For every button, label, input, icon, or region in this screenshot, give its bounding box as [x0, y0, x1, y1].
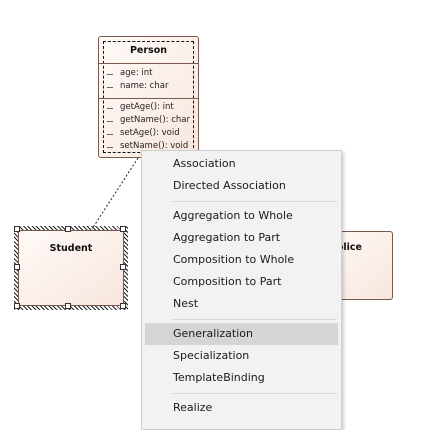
menu-item-realize[interactable]: Realize: [173, 401, 213, 414]
menu-item-specialization[interactable]: Specialization: [173, 349, 250, 362]
operation-getage: getAge(): int: [120, 102, 174, 112]
menu-separator: [172, 201, 337, 202]
menu-item-nest[interactable]: Nest: [173, 297, 199, 310]
visibility-icon: [107, 108, 113, 109]
operation-getname: getName(): char: [120, 115, 190, 125]
resize-handle[interactable]: [120, 264, 126, 270]
context-menu: Association Directed Association Aggrega…: [141, 150, 342, 430]
resize-handle[interactable]: [65, 303, 71, 309]
selection-hatch: [14, 306, 128, 310]
menu-separator: [172, 393, 337, 394]
visibility-icon: [107, 87, 113, 88]
class-separator: [99, 98, 198, 99]
menu-separator: [172, 319, 337, 320]
visibility-icon: [107, 121, 113, 122]
visibility-icon: [107, 147, 113, 148]
class-police-title: olice: [336, 242, 362, 253]
resize-handle[interactable]: [120, 226, 126, 232]
menu-item-composition-to-part[interactable]: Composition to Part: [173, 275, 282, 288]
class-student[interactable]: Student: [18, 230, 124, 306]
attribute-age: age: int: [120, 68, 153, 78]
resize-handle[interactable]: [14, 264, 20, 270]
menu-item-directed-association[interactable]: Directed Association: [173, 179, 286, 192]
menu-item-generalization[interactable]: Generalization: [145, 323, 338, 345]
resize-handle[interactable]: [14, 303, 20, 309]
attribute-name: name: char: [120, 81, 169, 91]
menu-item-aggregation-to-part[interactable]: Aggregation to Part: [173, 231, 281, 244]
resize-handle[interactable]: [65, 226, 71, 232]
selection-hatch: [14, 226, 128, 230]
operation-setname: setName(): void: [120, 141, 189, 151]
visibility-icon: [107, 134, 113, 135]
visibility-icon: [107, 74, 113, 75]
menu-item-templatebinding[interactable]: TemplateBinding: [173, 371, 265, 384]
class-separator: [99, 63, 198, 64]
resize-handle[interactable]: [14, 226, 20, 232]
class-person[interactable]: Person age: int name: char getAge(): int…: [98, 36, 199, 158]
menu-item-association[interactable]: Association: [173, 157, 236, 170]
operation-setage: setAge(): void: [120, 128, 180, 138]
class-person-title: Person: [129, 45, 168, 56]
class-student-title: Student: [49, 243, 93, 254]
menu-item-aggregation-to-whole[interactable]: Aggregation to Whole: [173, 209, 293, 222]
resize-handle[interactable]: [120, 303, 126, 309]
selection-hatch: [124, 226, 128, 310]
menu-item-composition-to-whole[interactable]: Composition to Whole: [173, 253, 295, 266]
